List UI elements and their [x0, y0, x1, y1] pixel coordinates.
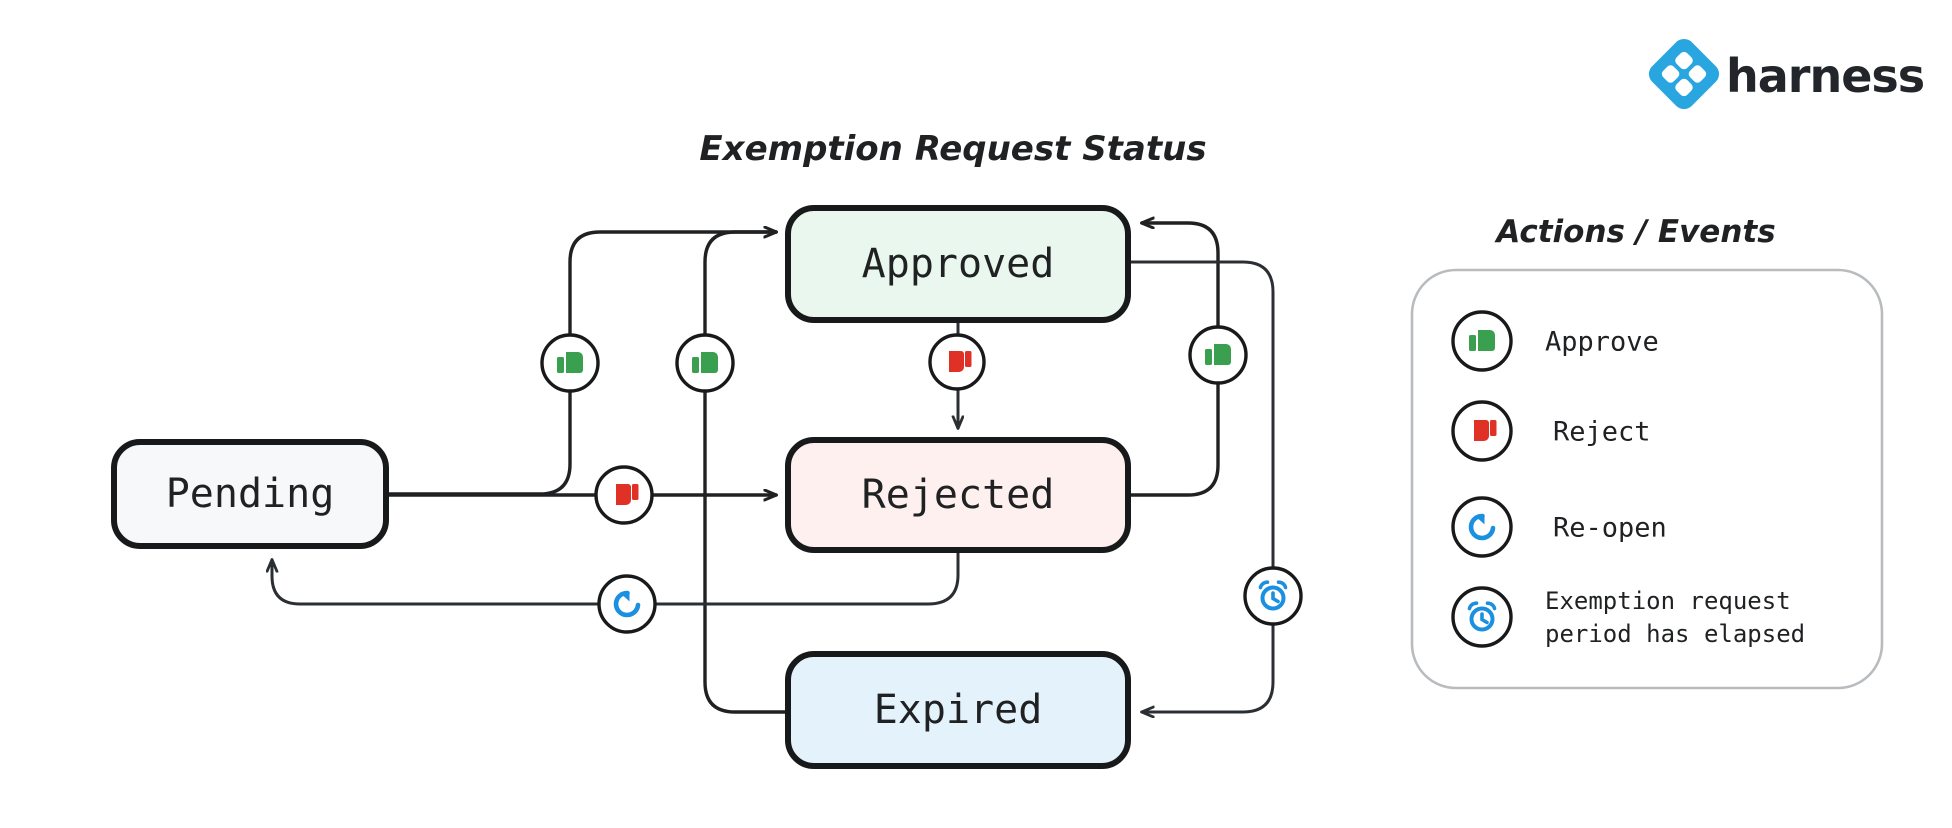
state-node-pending[interactable]: Pending [111, 439, 389, 549]
legend-label-approve: Approve [1545, 327, 1659, 358]
edge-expired-to-approved [703, 230, 790, 714]
badge-approve-pending-to-approved[interactable] [540, 333, 600, 393]
legend-item-reopen[interactable]: Re-open [1451, 496, 1667, 558]
state-label-pending: Pending [166, 471, 335, 517]
legend-title: Actions / Events [1493, 214, 1775, 250]
badge-reopen-rejected-to-pending[interactable] [597, 574, 657, 634]
legend-label-reject: Reject [1553, 417, 1651, 448]
legend-label-elapsed-line1: Exemption request [1545, 587, 1791, 615]
state-label-expired: Expired [874, 687, 1043, 733]
legend-item-reject[interactable]: Reject [1451, 400, 1651, 462]
badge-elapsed-approved-to-expired[interactable] [1243, 566, 1303, 626]
legend-item-approve[interactable]: Approve [1451, 310, 1659, 372]
brand-name: harness [1726, 49, 1924, 103]
legend-label-reopen: Re-open [1553, 513, 1667, 544]
page-title: Exemption Request Status [699, 129, 1206, 169]
state-label-approved: Approved [862, 241, 1055, 287]
edge-approved-to-expired-elapsed [1126, 260, 1275, 712]
state-node-expired[interactable]: Expired [785, 651, 1131, 769]
legend-label-elapsed-line2: period has elapsed [1545, 620, 1805, 648]
badge-approve-rejected-to-approved[interactable] [1188, 325, 1248, 385]
legend-item-elapsed[interactable]: Exemption request period has elapsed [1451, 586, 1805, 648]
state-node-approved[interactable]: Approved [785, 205, 1131, 323]
harness-diamond-logo-icon [1648, 38, 1720, 110]
badge-reject-pending-to-rejected[interactable] [594, 465, 654, 525]
legend-container [1410, 268, 1884, 690]
badge-reject-approved-to-rejected[interactable] [928, 333, 986, 391]
badge-approve-expired-to-approved[interactable] [675, 333, 735, 393]
state-node-rejected[interactable]: Rejected [785, 437, 1131, 553]
state-label-rejected: Rejected [862, 472, 1055, 518]
